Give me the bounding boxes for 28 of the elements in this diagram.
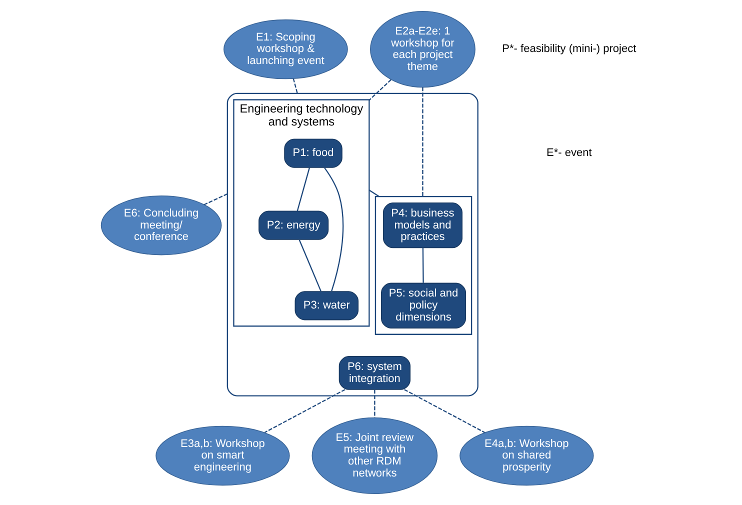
connector bbox=[296, 168, 310, 212]
node-ellipse: E6: Concluding meeting/ conference bbox=[100, 195, 222, 256]
node-box: P2: energy bbox=[258, 210, 329, 240]
connector bbox=[264, 389, 346, 434]
node-ellipse: E4a,b: Workshop on shared prosperity bbox=[460, 426, 594, 486]
connector bbox=[422, 248, 424, 283]
cluster bbox=[374, 196, 472, 335]
node-box: P3: water bbox=[294, 291, 359, 320]
connector bbox=[204, 193, 228, 206]
connector bbox=[404, 389, 485, 434]
node-ellipse: E2a-E2e: 1 workshop for each project theme bbox=[370, 10, 476, 88]
node-ellipse: E5: Joint review meeting with other RDM networks bbox=[312, 417, 438, 494]
connector bbox=[368, 79, 392, 101]
node-box: P4: business models and practices bbox=[382, 202, 462, 248]
connector bbox=[368, 190, 380, 198]
connector bbox=[292, 78, 298, 94]
connector bbox=[422, 87, 424, 197]
connector bbox=[324, 167, 344, 292]
node-box: P1: food bbox=[284, 138, 342, 168]
node-ellipse: E1: Scoping workshop & launching event bbox=[224, 19, 348, 80]
connector bbox=[298, 240, 322, 292]
label: E*- event bbox=[546, 147, 592, 160]
cluster bbox=[226, 92, 478, 396]
label: P*- feasibility (mini-) project bbox=[502, 43, 636, 56]
node-box: P5: social and policy dimensions bbox=[381, 282, 466, 328]
connector bbox=[374, 390, 376, 418]
node-box: P6: system integration bbox=[338, 356, 411, 390]
node-ellipse: E3a,b: Workshop on smart engineering bbox=[156, 426, 290, 486]
